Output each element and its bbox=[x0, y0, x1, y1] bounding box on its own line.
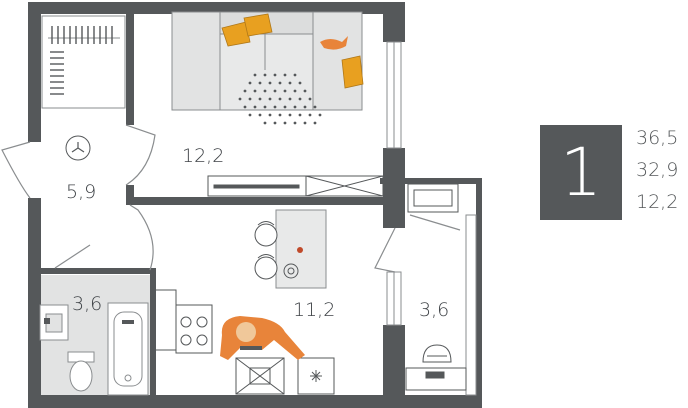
room-area-kitchen: 11,2 bbox=[293, 299, 335, 321]
bar-stools bbox=[254, 221, 278, 280]
room-count-badge bbox=[540, 125, 622, 220]
walls bbox=[28, 2, 482, 408]
windows bbox=[386, 41, 477, 396]
room-area: 12,2 bbox=[636, 191, 679, 213]
bathroom-fixtures bbox=[39, 302, 149, 396]
balcony-furniture bbox=[405, 183, 467, 391]
room-area-bathroom: 3,6 bbox=[72, 293, 102, 315]
door-swings bbox=[1, 124, 461, 273]
area-summary: 36,5 32,9 12,2 bbox=[636, 122, 686, 218]
kitchen-island bbox=[275, 209, 327, 289]
cushions bbox=[221, 13, 364, 89]
wardrobe bbox=[41, 15, 126, 109]
ceiling-lamp-icon bbox=[65, 135, 91, 161]
room-area-hall: 5,9 bbox=[66, 181, 96, 203]
sofa bbox=[171, 11, 363, 111]
room-area-living: 12,2 bbox=[182, 145, 224, 167]
person-icon bbox=[220, 316, 305, 360]
cat-icon bbox=[320, 36, 348, 50]
kitchen-counter bbox=[151, 289, 335, 395]
total-area: 36,5 bbox=[636, 127, 679, 149]
carpet bbox=[238, 73, 322, 125]
room-area-balcony: 3,6 bbox=[419, 299, 449, 321]
living-area: 32,9 bbox=[636, 159, 679, 181]
room-count: 1 bbox=[560, 134, 602, 211]
tv-console bbox=[207, 175, 384, 197]
